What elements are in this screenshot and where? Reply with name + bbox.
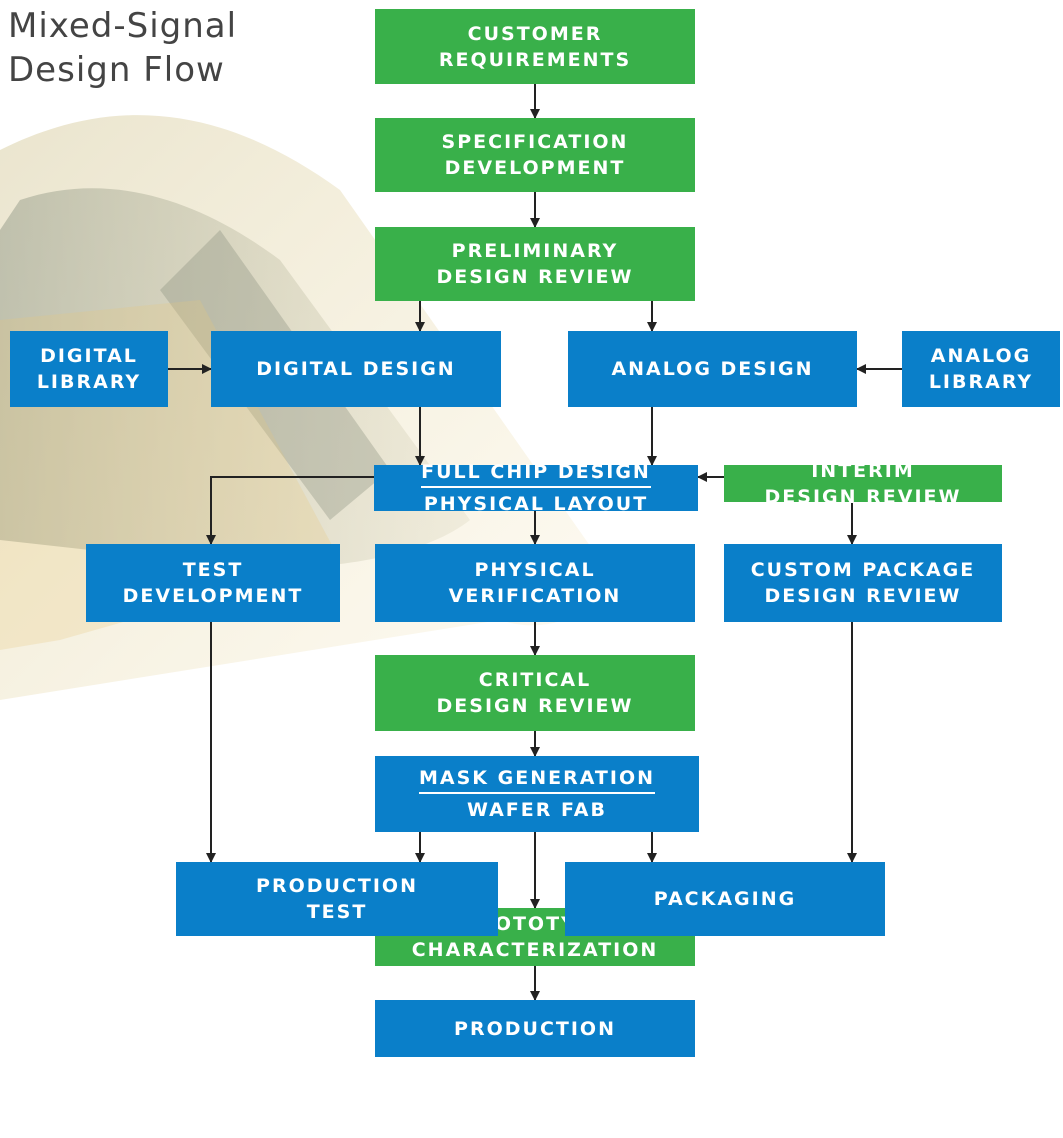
full-chip-design-label-line: FULL CHIP DESIGN: [421, 459, 651, 488]
title-line-2: Design Flow: [8, 50, 225, 90]
analog-design-box: ANALOG DESIGN: [568, 331, 857, 407]
digital-library-label-line: DIGITAL: [40, 345, 138, 367]
page-title: Mixed-Signal Design Flow: [8, 4, 237, 92]
customer-requirements-label-line: REQUIREMENTS: [438, 48, 632, 71]
test-development-box: TEST DEVELOPMENT: [86, 544, 340, 622]
production-test-label-line: PRODUCTION: [256, 875, 418, 897]
analog-library-label-line: LIBRARY: [928, 371, 1034, 393]
production-test-box: PRODUCTION TEST: [176, 862, 498, 936]
customer-requirements-label-line: CUSTOMER: [467, 22, 603, 45]
preliminary-design-review-box: PRELIMINARY DESIGN REVIEW: [375, 227, 695, 301]
mask-generation-label-line: MASK GENERATION: [418, 765, 656, 794]
specification-development-label-line: DEVELOPMENT: [444, 157, 626, 179]
analog-design-label-line: ANALOG DESIGN: [611, 358, 814, 380]
custom-package-design-review-label-line: DESIGN REVIEW: [764, 585, 962, 607]
title-line-1: Mixed-Signal: [8, 6, 238, 46]
physical-verification-label-line: VERIFICATION: [448, 585, 622, 607]
specification-development-label-line: SPECIFICATION: [441, 131, 629, 153]
critical-design-review-label-line: DESIGN REVIEW: [436, 695, 634, 717]
digital-design-label-line: DIGITAL DESIGN: [256, 358, 456, 380]
analog-library-label-line: ANALOG: [930, 345, 1032, 367]
digital-library-box: DIGITAL LIBRARY: [10, 331, 168, 407]
test-development-label-line: TEST: [182, 559, 244, 581]
physical-verification-box: PHYSICAL VERIFICATION: [375, 544, 695, 622]
custom-package-design-review-box: CUSTOM PACKAGE DESIGN REVIEW: [724, 544, 1002, 622]
full-chip-design-label-line: PHYSICAL LAYOUT: [423, 493, 649, 515]
critical-design-review-label-line: CRITICAL: [478, 669, 592, 691]
test-development-label-line: DEVELOPMENT: [122, 585, 304, 607]
customer-requirements-box: CUSTOMER REQUIREMENTS: [375, 9, 695, 84]
production-test-label-line: TEST: [306, 901, 368, 923]
analog-library-box: ANALOG LIBRARY: [902, 331, 1060, 407]
physical-verification-label-line: PHYSICAL: [474, 559, 596, 581]
packaging-box: PACKAGING: [565, 862, 885, 936]
production-box: PRODUCTION: [375, 1000, 695, 1057]
critical-design-review-box: CRITICAL DESIGN REVIEW: [375, 655, 695, 731]
interim-design-review-label-line: DESIGN REVIEW: [764, 485, 962, 508]
digital-library-label-line: LIBRARY: [36, 371, 142, 393]
custom-package-design-review-label-line: CUSTOM PACKAGE: [750, 559, 976, 581]
packaging-label-line: PACKAGING: [653, 888, 797, 910]
interim-design-review-label-line: INTERIM: [811, 459, 915, 482]
full-chip-design-box: FULL CHIP DESIGN PHYSICAL LAYOUT: [374, 461, 698, 515]
specification-development-box: SPECIFICATION DEVELOPMENT: [375, 118, 695, 192]
mask-generation-label-line: WAFER FAB: [467, 799, 607, 821]
mask-generation-box: MASK GENERATION WAFER FAB: [375, 756, 699, 832]
interim-design-review-box: INTERIM DESIGN REVIEW: [724, 460, 1002, 508]
prototype-characterization-label-line: CHARACTERIZATION: [411, 939, 659, 961]
digital-design-box: DIGITAL DESIGN: [211, 331, 501, 407]
preliminary-design-review-label-line: DESIGN REVIEW: [436, 266, 634, 288]
production-label-line: PRODUCTION: [454, 1017, 616, 1040]
preliminary-design-review-label-line: PRELIMINARY: [451, 240, 619, 262]
